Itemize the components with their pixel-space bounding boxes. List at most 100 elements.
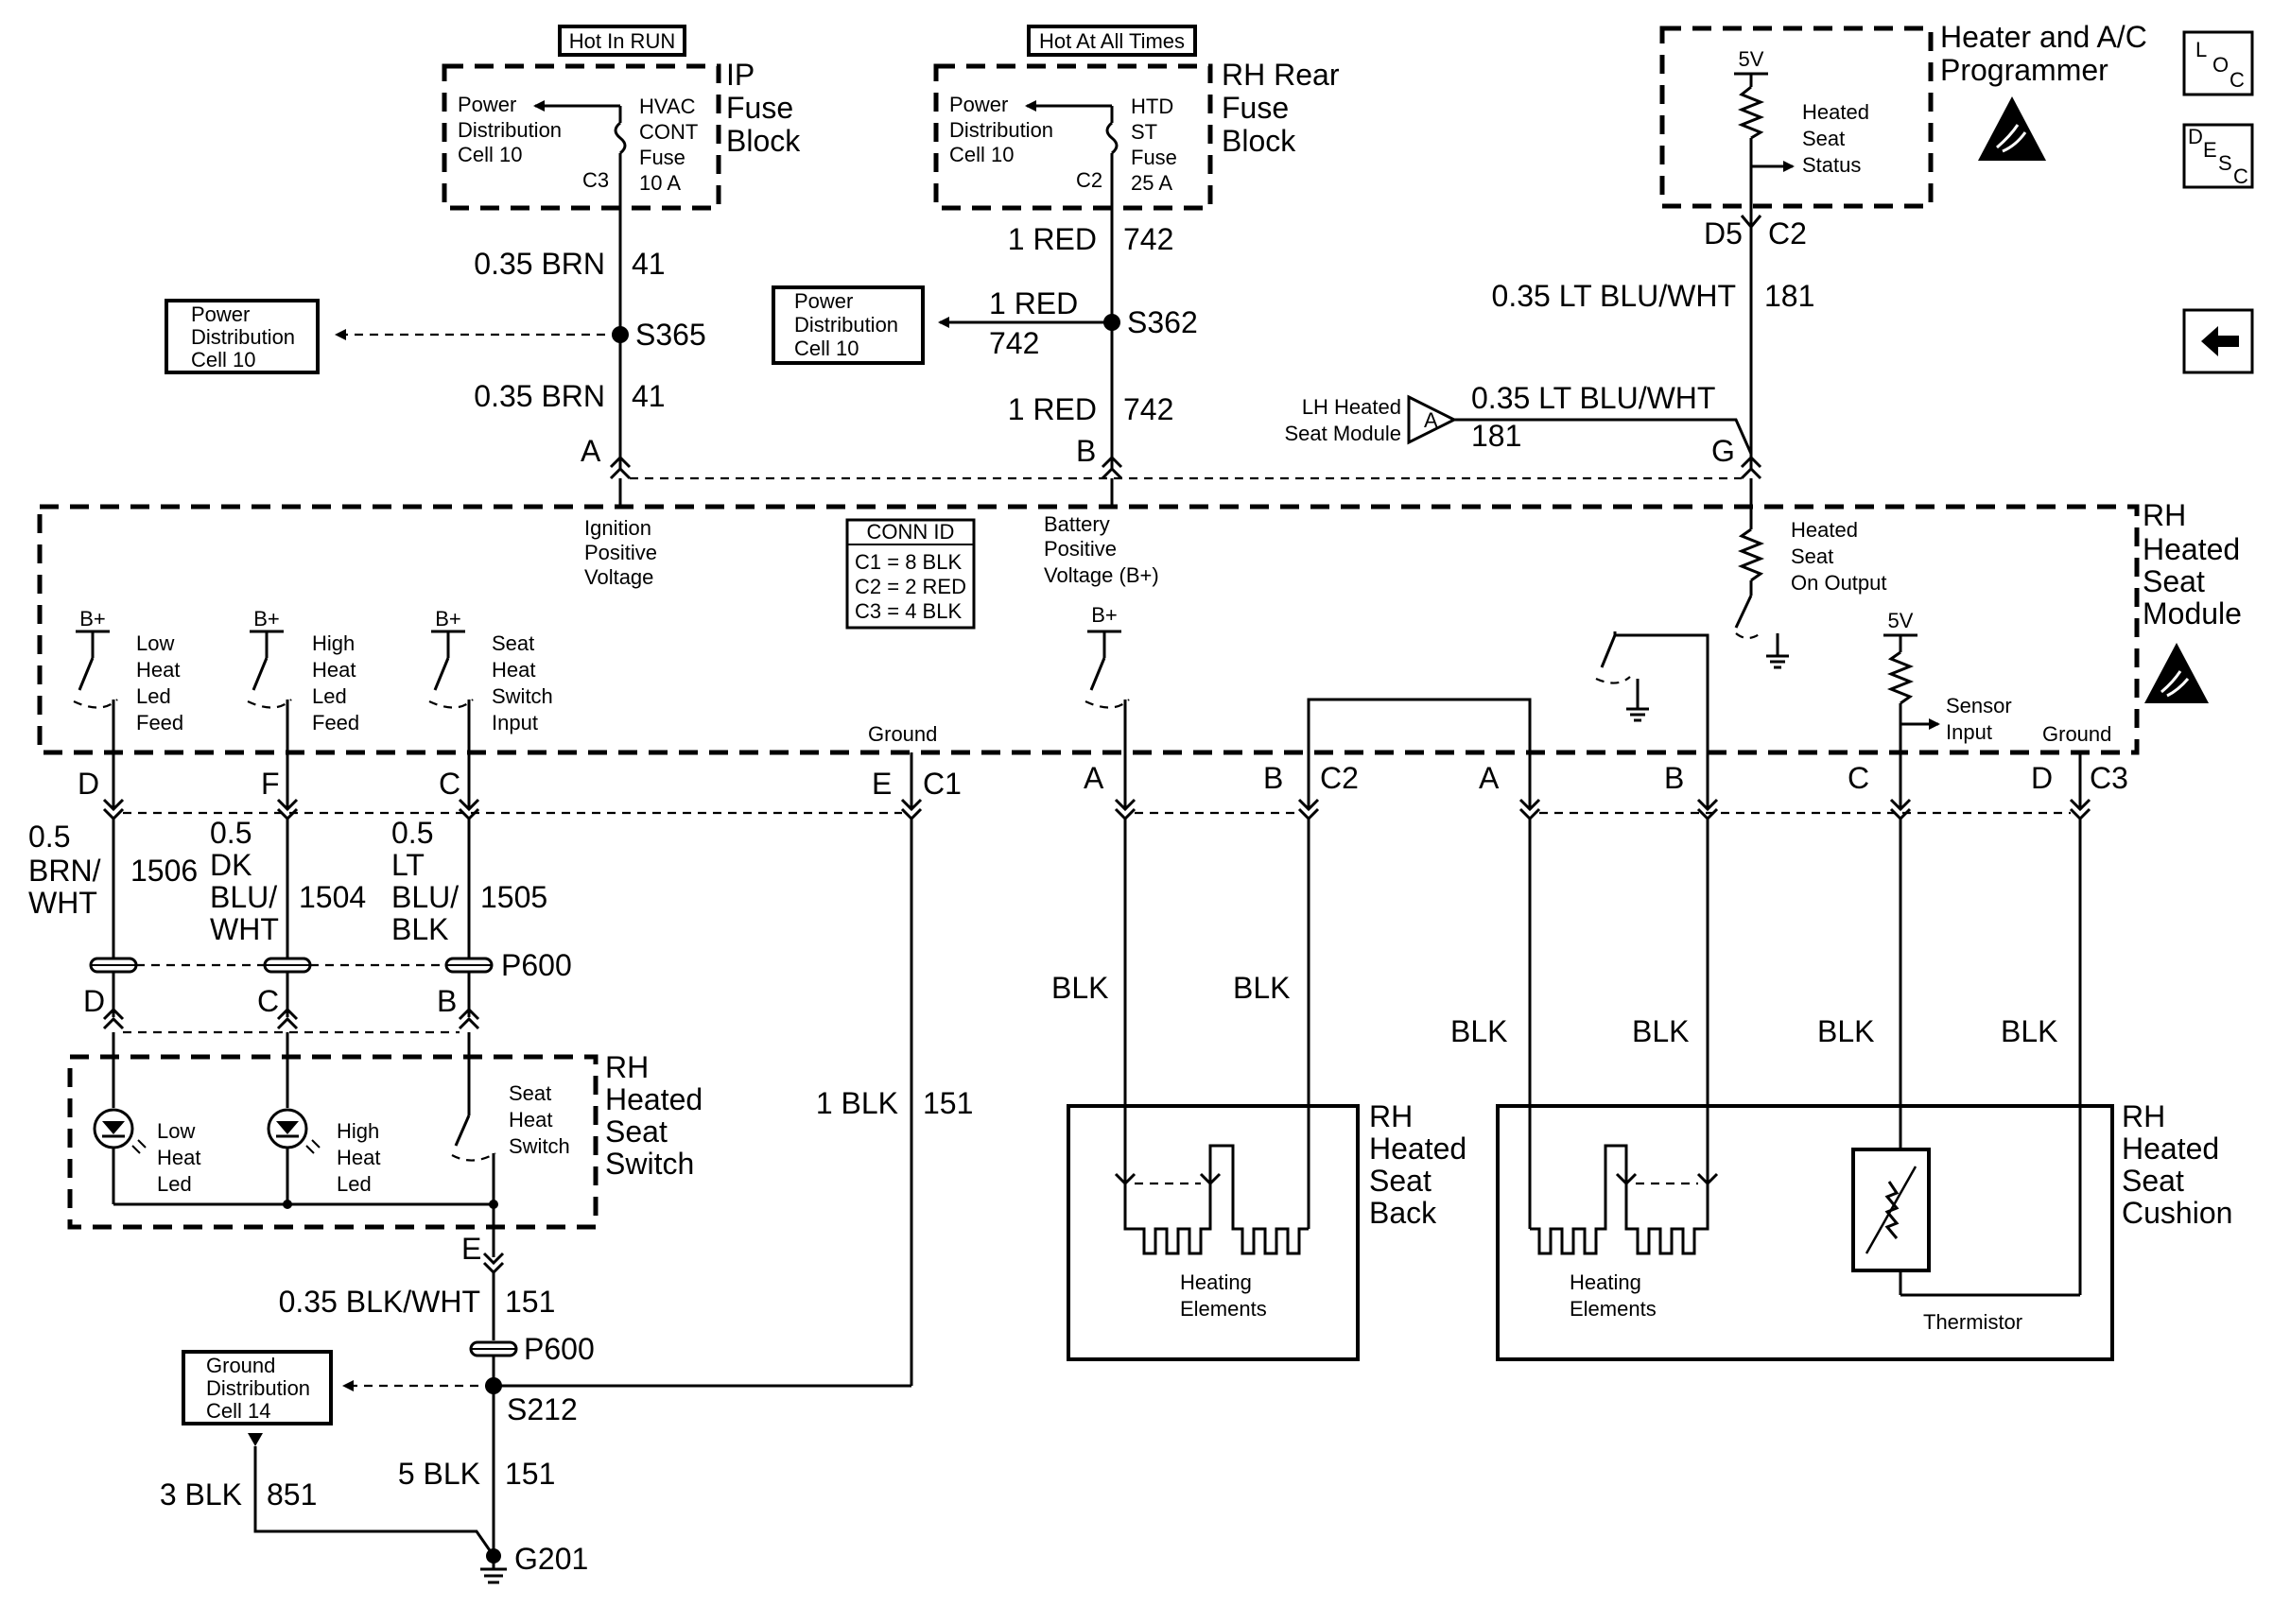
svg-text:A: A <box>1479 761 1500 795</box>
svg-text:1504: 1504 <box>299 880 366 914</box>
svg-text:C2 = 2 RED: C2 = 2 RED <box>855 575 966 598</box>
svg-text:Switch: Switch <box>605 1147 694 1181</box>
resistor-on-output-icon <box>1737 527 1765 582</box>
htd-fuse-label-1: HTD <box>1131 95 1173 118</box>
svg-text:C1: C1 <box>923 767 962 801</box>
svg-text:0.5: 0.5 <box>28 820 70 854</box>
svg-text:S: S <box>2218 151 2232 175</box>
svg-text:Heat: Heat <box>509 1108 552 1132</box>
svg-text:Seat: Seat <box>2143 564 2205 598</box>
svg-text:1 RED: 1 RED <box>989 286 1078 320</box>
svg-text:151: 151 <box>505 1285 555 1319</box>
svg-text:Back: Back <box>1369 1196 1437 1230</box>
svg-text:S212: S212 <box>507 1392 578 1426</box>
svg-text:Positive: Positive <box>584 541 657 564</box>
svg-text:Led: Led <box>312 684 347 708</box>
heated-seat-status-3: Status <box>1802 153 1861 177</box>
svg-text:Heat: Heat <box>136 658 180 682</box>
seat-status-circuit: 0.35 LT BLU/WHT 181 A LH Heated Seat Mod… <box>1284 227 1814 480</box>
p600-connector-top: P600 <box>89 948 572 982</box>
ip-fuse-block: Hot In RUN IP Fuse Block Power Distribut… <box>442 25 801 246</box>
svg-text:BLK: BLK <box>1051 971 1108 1005</box>
svg-text:F: F <box>261 767 280 801</box>
svg-text:WHT: WHT <box>210 912 279 946</box>
resistor-sensor-icon <box>1886 650 1915 705</box>
d5-label: D5 <box>1704 216 1743 251</box>
heating-element-back-1-icon <box>1123 1183 1212 1255</box>
svg-text:Heat: Heat <box>157 1146 200 1169</box>
svg-text:Positive: Positive <box>1044 537 1117 561</box>
battery-heater-switch: B+ <box>1084 603 1130 809</box>
programmer-label-1: Heater and A/C <box>1940 20 2147 54</box>
svg-text:BLK: BLK <box>2001 1014 2057 1048</box>
svg-text:LT: LT <box>391 848 425 882</box>
svg-text:Led: Led <box>136 684 171 708</box>
svg-text:Power: Power <box>794 289 853 313</box>
svg-text:E: E <box>2203 138 2217 162</box>
svg-text:Feed: Feed <box>312 711 359 734</box>
svg-text:BRN/: BRN/ <box>28 854 101 888</box>
rh-rear-fuse-label-3: Block <box>1222 124 1296 158</box>
back-arrow-button[interactable] <box>2182 308 2254 374</box>
svg-text:D: D <box>2031 761 2053 795</box>
svg-text:Power: Power <box>191 302 250 326</box>
svg-text:742: 742 <box>1123 392 1173 426</box>
svg-text:Heat: Heat <box>312 658 356 682</box>
svg-text:Voltage: Voltage <box>584 565 653 589</box>
svg-text:41: 41 <box>632 247 666 281</box>
svg-text:C: C <box>257 984 279 1018</box>
ground-icon <box>1766 654 1789 669</box>
svg-text:Seat: Seat <box>605 1114 668 1149</box>
hot-at-all-times-label: Hot At All Times <box>1039 29 1185 53</box>
ip-fuse-block-label-2: Fuse <box>726 91 793 125</box>
battery-feed-circuit: 1 RED 742 S362 1 RED 742 Power Distribut… <box>772 208 1198 480</box>
svg-text:B: B <box>1263 761 1283 795</box>
svg-text:A: A <box>581 434 601 468</box>
svg-text:1505: 1505 <box>480 880 547 914</box>
heated-seat-status-2: Seat <box>1802 127 1845 150</box>
svg-text:B+: B+ <box>79 607 106 631</box>
ignition-feed-circuit: 0.35 BRN 41 S365 Power Distribution Cell… <box>165 208 706 480</box>
heating-element-cushion-2-icon <box>1624 1183 1709 1255</box>
svg-text:Input: Input <box>492 711 538 734</box>
svg-text:Ground: Ground <box>2042 722 2111 746</box>
svg-text:1 RED: 1 RED <box>1008 222 1097 256</box>
hvac-fuse-label-2: CONT <box>639 120 698 144</box>
svg-text:BLK: BLK <box>1233 971 1290 1005</box>
svg-text:L: L <box>2195 38 2207 61</box>
htd-fuse-label-3: Fuse <box>1131 146 1177 169</box>
svg-text:742: 742 <box>1123 222 1173 256</box>
power-dist2-label-1: Power <box>949 93 1008 116</box>
svg-text:High: High <box>337 1119 379 1143</box>
svg-text:B: B <box>437 984 457 1018</box>
htd-fuse-label-2: ST <box>1131 120 1157 144</box>
rh-heated-seat-back: RH Heated Seat Back Heating Elements <box>1067 1099 1466 1361</box>
svg-text:151: 151 <box>505 1457 555 1491</box>
svg-text:C3: C3 <box>2090 761 2128 795</box>
svg-text:Switch: Switch <box>492 684 553 708</box>
module-connectors: D F C E C1 A B C2 A B C D C3 <box>78 761 2128 821</box>
svg-text:0.35 BRN: 0.35 BRN <box>474 247 605 281</box>
svg-text:1 RED: 1 RED <box>1008 392 1097 426</box>
svg-text:Low: Low <box>157 1119 195 1143</box>
svg-text:G: G <box>1711 434 1735 468</box>
svg-text:C: C <box>2233 164 2248 188</box>
svg-text:P600: P600 <box>524 1332 595 1366</box>
svg-text:Elements: Elements <box>1180 1297 1267 1321</box>
hvac-fuse-label-4: 10 A <box>639 171 681 195</box>
svg-text:Ignition: Ignition <box>584 516 651 540</box>
desc-nav-button[interactable]: D E S C <box>2182 123 2254 189</box>
svg-text:Distribution: Distribution <box>794 313 898 337</box>
seat-heat-switch-icon <box>454 1114 471 1147</box>
svg-text:181: 181 <box>1471 419 1521 453</box>
loc-nav-button[interactable]: L O C <box>2182 30 2254 96</box>
svg-text:RH: RH <box>1369 1099 1413 1133</box>
svg-text:Switch: Switch <box>509 1134 570 1158</box>
high-heat-led-icon <box>267 1108 321 1154</box>
svg-text:RH: RH <box>2143 498 2186 532</box>
svg-text:RH: RH <box>605 1050 649 1084</box>
svg-text:Thermistor: Thermistor <box>1923 1310 2022 1334</box>
svg-text:Input: Input <box>1946 720 1992 744</box>
svg-text:Cell 10: Cell 10 <box>191 348 255 371</box>
heater-ac-programmer: Heater and A/C Programmer 5V Heated Seat… <box>1659 20 2147 251</box>
